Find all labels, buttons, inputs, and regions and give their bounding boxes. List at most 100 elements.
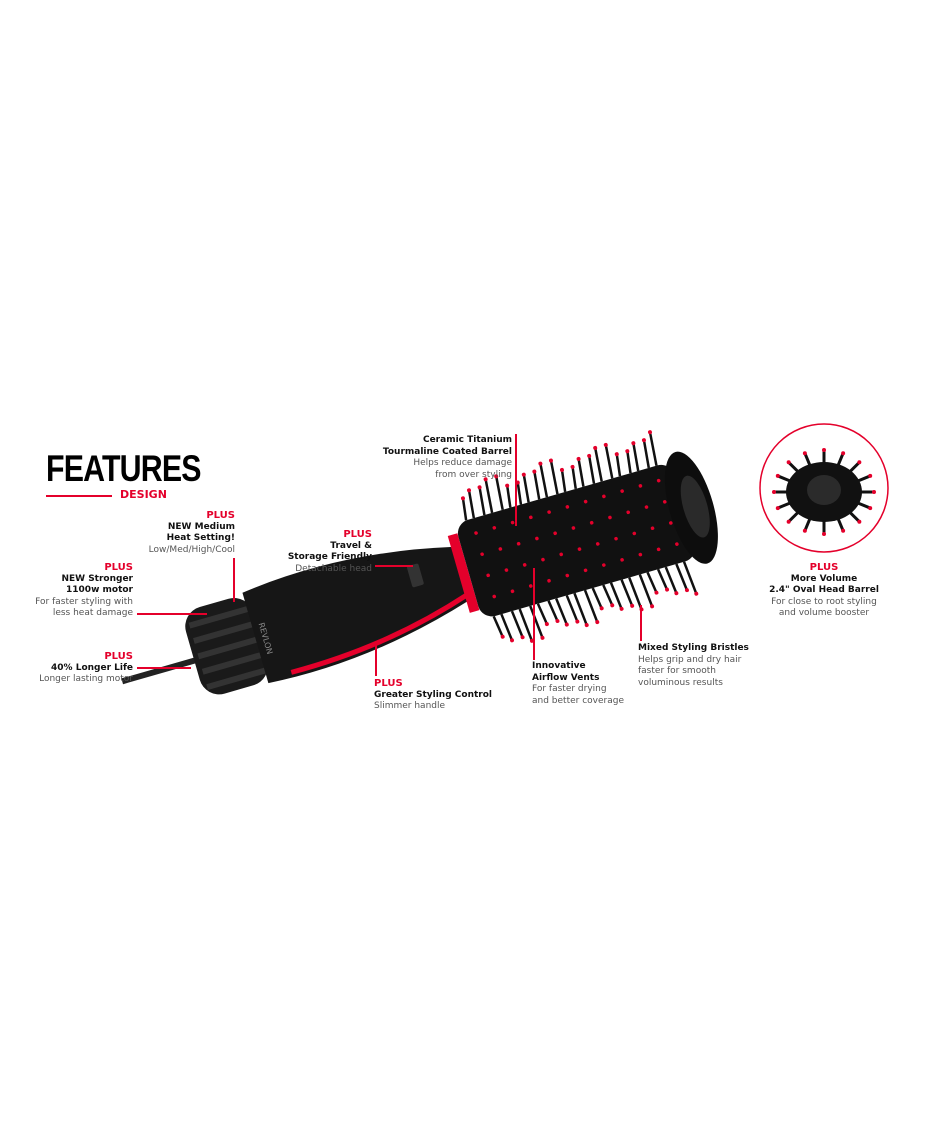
plus-label: PLUS [104, 562, 133, 573]
bristle-tip [665, 587, 670, 592]
feature-motor: PLUS NEW Stronger 1100w motor For faster… [35, 562, 133, 620]
feature-desc: faster for smooth [638, 666, 716, 676]
bristle-tip [571, 526, 576, 530]
feature-heading: Innovative [532, 661, 586, 671]
bristle-tip [599, 606, 604, 611]
plus-label: PLUS [104, 651, 133, 662]
feature-heading: Greater Styling Control [374, 689, 492, 700]
bristle-tip [583, 568, 588, 573]
bristle [656, 568, 669, 591]
bristle-tip [786, 519, 791, 524]
bristle-tip [504, 568, 509, 572]
bristle-tip [675, 542, 679, 546]
bristle-tip [641, 438, 646, 443]
feature-heading: More Volume [790, 573, 858, 584]
bristle-tip [529, 638, 534, 643]
bristle-tip [553, 531, 557, 536]
bristle [664, 566, 678, 594]
plus-label: PLUS [206, 510, 235, 521]
bristle-tip [650, 526, 655, 530]
bristle-tip [654, 590, 659, 595]
bristle-tip [593, 445, 598, 450]
bristle [522, 474, 530, 503]
feature-desc: voluminous results [638, 677, 723, 688]
bristle [529, 605, 544, 639]
bristle [583, 589, 599, 623]
bristle-tip [631, 441, 636, 446]
feature-life: PLUS 40% Longer Life Longer lasting moto… [39, 651, 133, 686]
callout-line [375, 565, 413, 567]
divider [46, 495, 112, 497]
feature-desc: Helps grip and dry hair [638, 654, 742, 665]
feature-desc: Detachable head [295, 563, 372, 574]
callout-line [137, 667, 191, 669]
bristle-tip [559, 467, 564, 472]
bristle-tip [547, 510, 551, 514]
bristle-tip [620, 489, 624, 493]
bristle-tip [500, 634, 505, 639]
bristle [547, 600, 559, 622]
bristle-tip [584, 623, 589, 628]
bristle-tip [650, 604, 655, 609]
bristle-tip [555, 619, 560, 624]
feature-barrel: Ceramic Titanium Tourmaline Coated Barre… [383, 435, 512, 481]
bristle-tip [786, 460, 791, 465]
bristle [536, 603, 549, 625]
bristle-tip [694, 591, 699, 596]
bristle [516, 482, 523, 505]
bristle-tip [460, 496, 465, 501]
bristle [591, 587, 603, 609]
bristle-tip [802, 528, 807, 533]
feature-heading: 2.4" Oval Head Barrel [769, 585, 879, 595]
bristle-tip [669, 521, 673, 525]
bristle-tip [602, 494, 606, 499]
feature-desc: less heat damage [52, 608, 133, 618]
feature-vents: Innovative Airflow Vents For faster dryi… [532, 661, 624, 707]
bristles [460, 430, 699, 643]
bristle-tip [587, 453, 592, 458]
bristle [555, 598, 568, 626]
bristle-tip [620, 558, 624, 562]
bristle [604, 444, 614, 479]
bristle [646, 571, 658, 594]
bristle-tip [492, 594, 497, 599]
bristle-tip [467, 488, 472, 493]
feature-heading: NEW Stronger [61, 573, 133, 584]
bristle-tip [480, 552, 484, 556]
feature-heading: 40% Longer Life [51, 662, 133, 673]
bristle [675, 563, 689, 591]
bristle-tip [486, 573, 490, 578]
bristle-tip [535, 536, 539, 541]
bristle-tip [772, 490, 776, 494]
bristle-tip [510, 589, 515, 594]
bristle-tip [822, 448, 826, 452]
bristle [571, 466, 577, 490]
callout-line [137, 613, 207, 615]
feature-desc: Low/Med/High/Cool [148, 544, 235, 555]
bristle-tip [540, 635, 545, 640]
feature-desc: from over styling [435, 469, 512, 480]
bristle-tip [510, 638, 515, 643]
plus-label: PLUS [809, 562, 839, 573]
bristle-tip [872, 490, 876, 494]
bristle-tip [492, 525, 497, 530]
feature-desc: Helps reduce damage [413, 458, 512, 468]
feature-heading: 1100w motor [66, 585, 133, 595]
red-ring [447, 533, 480, 613]
bristle-tip [638, 552, 643, 557]
bristle [648, 431, 658, 466]
bristle-tip [614, 536, 618, 541]
bristle [626, 450, 632, 474]
bristle-tip [857, 519, 862, 524]
bristle-tip [632, 531, 637, 536]
bristle-tip [602, 563, 606, 567]
feature-travel: PLUS Travel & Storage Friendly Detachabl… [288, 529, 372, 575]
bristle-tip [775, 473, 780, 478]
bristle [467, 490, 476, 519]
bristle [461, 498, 468, 521]
power-cord [121, 654, 205, 685]
bristle-tip [603, 442, 608, 447]
bristle-tip [775, 506, 780, 511]
bristle [533, 471, 541, 500]
